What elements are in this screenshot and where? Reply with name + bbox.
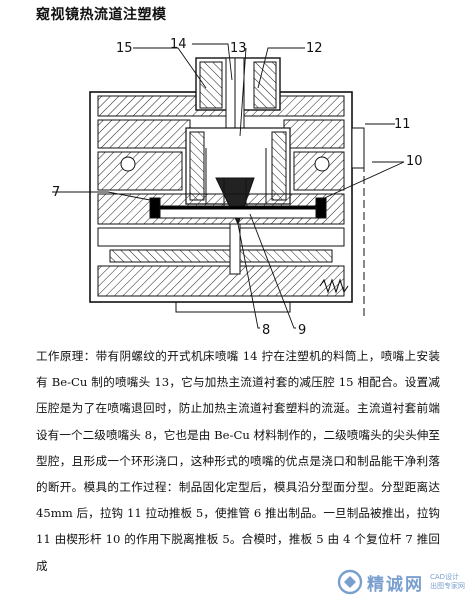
page-title: 窥视镜热流道注塑模 <box>36 7 167 23</box>
watermark-sub: CAD设计 出图专家网 <box>428 573 465 591</box>
working-principle-paragraph: 工作原理：带有阴螺纹的开式机床喷嘴 14 拧在注塑机的料筒上，喷嘴上安装有 Be… <box>36 349 440 573</box>
label-15: 15 <box>116 41 133 56</box>
label-14: 14 <box>170 37 187 52</box>
body-text: 工作原理：带有阴螺纹的开式机床喷嘴 14 拧在注塑机的料筒上，喷嘴上安装有 Be… <box>36 343 440 579</box>
site-watermark: 精诚网 CAD设计 出图专家网 <box>337 568 469 596</box>
watermark-sub-line1: CAD设计 <box>430 573 460 581</box>
label-13: 13 <box>230 41 247 56</box>
label-7: 7 <box>52 185 60 200</box>
label-8: 8 <box>262 323 270 338</box>
mold-cross-section-drawing: 15 14 13 12 11 10 7 8 9 <box>52 37 423 338</box>
label-12: 12 <box>306 41 323 56</box>
label-10: 10 <box>406 154 423 169</box>
watermark-logo-icon <box>337 569 363 595</box>
watermark-sub-line2: 出图专家网 <box>430 582 465 590</box>
label-9: 9 <box>298 323 306 338</box>
label-11: 11 <box>394 117 411 132</box>
watermark-text: 精诚网 <box>367 574 424 595</box>
